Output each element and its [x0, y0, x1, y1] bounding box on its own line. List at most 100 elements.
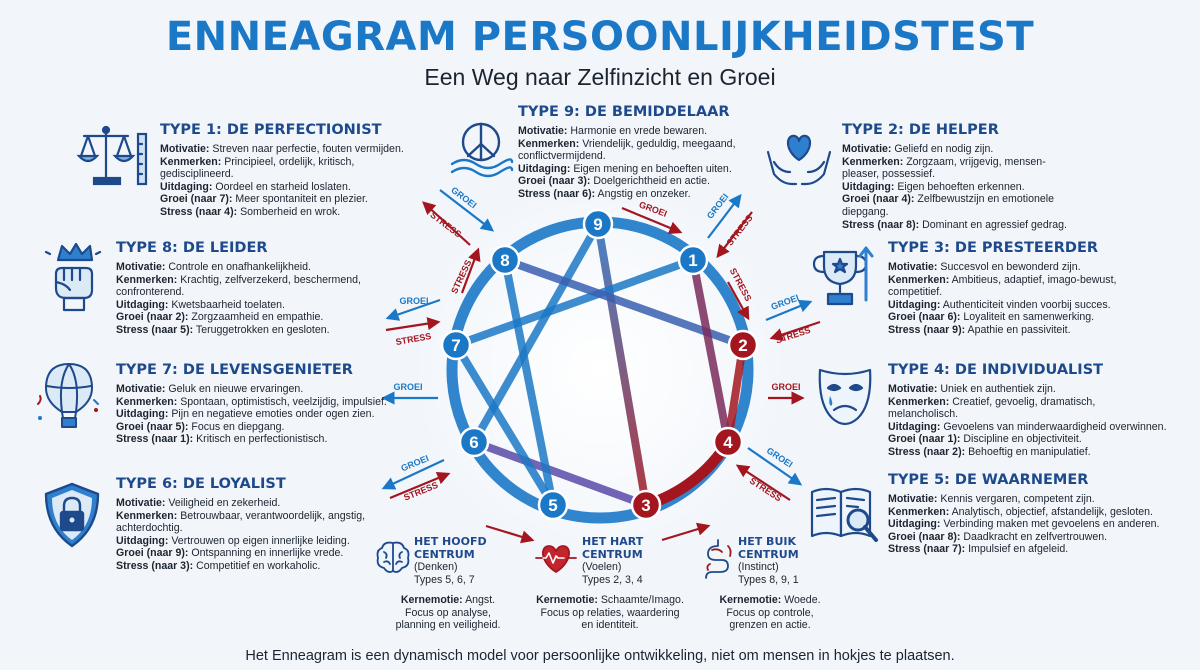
line-8-2 — [501, 256, 747, 349]
type-8-stress: Stress (naar 5): Teruggetrokken en geslo… — [116, 323, 330, 336]
head-center-kernemotie: Kernemotie: Angst. — [400, 594, 496, 606]
node-8-label: 8 — [500, 251, 509, 270]
type-4-growth: Groei (naar 1): Discipline en objectivit… — [888, 433, 1082, 446]
type-9-challenge: Uitdaging: Eigen mening en behoeften uit… — [518, 162, 732, 175]
arrow-growth-2 — [765, 299, 813, 322]
arrow-growth-9-1-label: GROEI — [638, 200, 669, 219]
type-9-motivation: Motivatie: Harmonie en vrede bewaren. — [518, 125, 708, 137]
arrow-stress-6 — [389, 471, 451, 500]
arrow-stress-8 — [422, 201, 471, 246]
diagram-glow — [410, 180, 790, 560]
node-5-circle — [537, 489, 569, 521]
type-7-heading: TYPE 7: DE LEVENSGENIETER — [116, 362, 353, 378]
node-1-label: 1 — [688, 251, 697, 270]
page-title: ENNEAGRAM PERSOONLIJKHEIDSTEST — [165, 14, 1035, 60]
gut-center-emotion: Kernemotie: Woede. Focus op controle, gr… — [700, 594, 840, 632]
type-5-card: TYPE 5: DE WAARNEMER Motivatie: Kennis v… — [888, 472, 1168, 556]
enneagram-ring — [446, 216, 754, 524]
head-center-focus-2: planning en veiligheid. — [395, 619, 501, 632]
brain-icon — [374, 538, 412, 581]
arrow-stress-7-8 — [460, 247, 481, 294]
line-3-9 — [594, 220, 650, 509]
type-5-stress: Stress (naar 7): Impulsief en afgeleid. — [888, 543, 1069, 556]
type-8-lines: Motivatie: Controle en onafhankelijkheid… — [116, 261, 376, 337]
arrow-stress-1 — [716, 211, 753, 259]
type-9-card: TYPE 9: DE BEMIDDELAAR Motivatie: Harmon… — [518, 104, 758, 201]
type-7-motivation: Motivatie: Geluk en nieuwe ervaringen. — [116, 383, 304, 395]
arrow-growth-9-1 — [621, 206, 683, 235]
type-4-stress: Stress (naar 2): Behoeftig en manipulati… — [888, 445, 1091, 458]
type-2-card: TYPE 2: DE HELPER Motivatie: Geliefd en … — [842, 122, 1082, 231]
type-3-stress: Stress (naar 9): Apathie en passiviteit. — [888, 323, 1071, 336]
type-8-card: TYPE 8: DE LEIDER Motivatie: Controle en… — [116, 240, 376, 337]
gut-center: HET BUIK CENTRUM (Instinct) Types 8, 9, … — [738, 535, 848, 586]
type-1-motivation: Motivatie: Streven naar perfectie, foute… — [160, 143, 404, 155]
head-center-types: Types 5, 6, 7 — [414, 573, 475, 586]
arrow-stress-6-label: STRESS — [402, 480, 439, 503]
line-1-7 — [452, 256, 697, 349]
type-8-traits: Kenmerken: Krachtig, zelfverzekerd, besc… — [116, 273, 361, 299]
heart-pulse-icon — [534, 540, 578, 581]
type-1-lines: Motivatie: Streven naar perfectie, foute… — [160, 143, 420, 219]
enneagram-lines — [452, 220, 747, 509]
gut-center-name-1: HET BUIK — [738, 535, 796, 548]
type-7-stress: Stress (naar 1): Kritisch en perfectioni… — [116, 433, 328, 446]
head-center-name-2: CENTRUM — [414, 547, 475, 561]
arrow-stress-7-8-label: STRESS — [449, 258, 473, 295]
footer-note: Het Enneagram is een dynamisch model voo… — [245, 648, 955, 664]
peace-sign-icon — [448, 114, 514, 185]
type-7-growth: Groei (naar 5): Focus en diepgang. — [116, 420, 285, 433]
type-5-motivation: Motivatie: Kennis vergaren, competent zi… — [888, 493, 1095, 505]
arrow-growth-4-label: GROEI — [771, 382, 800, 392]
arrow-stress-1-2 — [727, 281, 750, 321]
heart-center-name-1: HET HART — [582, 535, 644, 548]
node-7-label: 7 — [451, 336, 460, 355]
node-2-circle — [727, 329, 759, 361]
type-2-stress: Stress (naar 8): Dominant en agressief g… — [842, 218, 1067, 231]
line-2-4 — [724, 341, 747, 446]
type-4-heading: TYPE 4: DE INDIVIDUALIST — [888, 362, 1104, 378]
arrow-growth-8-label: GROEI — [449, 185, 478, 210]
heart-center-kernemotie: Kernemotie: Schaamte/Imago. — [536, 594, 684, 606]
type-6-heading: TYPE 6: DE LOYALIST — [116, 476, 286, 492]
type-7-challenge: Uitdaging: Pijn en negatieve emoties ond… — [116, 408, 375, 421]
gut-center-name-2: CENTRUM — [738, 547, 799, 561]
gut-icon — [700, 538, 736, 587]
arrow-stress-2-label: STRESS — [774, 325, 811, 346]
heart-center-emotion: Kernemotie: Schaamte/Imago. Focus op rel… — [520, 594, 700, 632]
heart-center-focus-1: Focus op relaties, waardering — [540, 606, 680, 619]
arrow-growth-6-label: GROEI — [400, 453, 431, 473]
gut-center-kernemotie: Kernemotie: Woede. — [719, 594, 821, 606]
arrow-growth-2-label: GROEI — [770, 293, 801, 312]
shield-lock-icon — [40, 480, 104, 555]
type-6-lines: Motivatie: Veiligheid en zekerheid. Kenm… — [116, 497, 396, 573]
type-4-traits: Kenmerken: Creatief, gevoelig, dramatisc… — [888, 395, 1096, 421]
type-9-traits: Kenmerken: Vriendelijk, geduldig, meegaa… — [518, 137, 736, 163]
type-8-challenge: Uitdaging: Kwetsbaarheid toelaten. — [116, 298, 285, 311]
type-6-motivation: Motivatie: Veiligheid en zekerheid. — [116, 497, 281, 509]
type-4-challenge: Uitdaging: Gevoelens van minderwaardighe… — [888, 420, 1167, 433]
type-3-card: TYPE 3: DE PRESTEERDER Motivatie: Succes… — [888, 240, 1128, 337]
type-3-traits: Kenmerken: Ambitieus, adaptief, imago-be… — [888, 273, 1117, 299]
type-3-lines: Motivatie: Succesvol en bewonderd zijn. … — [888, 261, 1128, 337]
type-6-challenge: Uitdaging: Vertrouwen op eigen innerlijk… — [116, 534, 350, 547]
type-1-challenge: Uitdaging: Oordeel en starheid loslaten. — [160, 180, 351, 193]
heart-center-types: Types 2, 3, 4 — [582, 573, 643, 586]
node-6-label: 6 — [469, 433, 478, 452]
arrow-stress-1-label: STRESS — [725, 213, 755, 248]
type-8-heading: TYPE 8: DE LEIDER — [116, 240, 268, 256]
gut-center-types: Types 8, 9, 1 — [738, 573, 799, 586]
type-2-growth: Groei (naar 4): Zelfbewustzijn en emotio… — [842, 193, 1054, 218]
ring-outline — [446, 216, 754, 524]
line-6-3 — [470, 438, 650, 509]
arrow-stress-7 — [385, 317, 441, 332]
theater-mask-icon — [814, 364, 876, 437]
node-2-label: 2 — [738, 336, 747, 355]
type-2-lines: Motivatie: Geliefd en nodig zijn. Kenmer… — [842, 143, 1082, 231]
type-2-heading: TYPE 2: DE HELPER — [842, 122, 999, 138]
scales-icon — [76, 120, 150, 195]
type-4-lines: Motivatie: Uniek en authentiek zijn. Ken… — [888, 383, 1168, 459]
head-center-name-1: HET HOOFD — [414, 535, 487, 548]
type-9-growth: Groei (naar 3): Doelgerichtheid en actie… — [518, 175, 710, 188]
